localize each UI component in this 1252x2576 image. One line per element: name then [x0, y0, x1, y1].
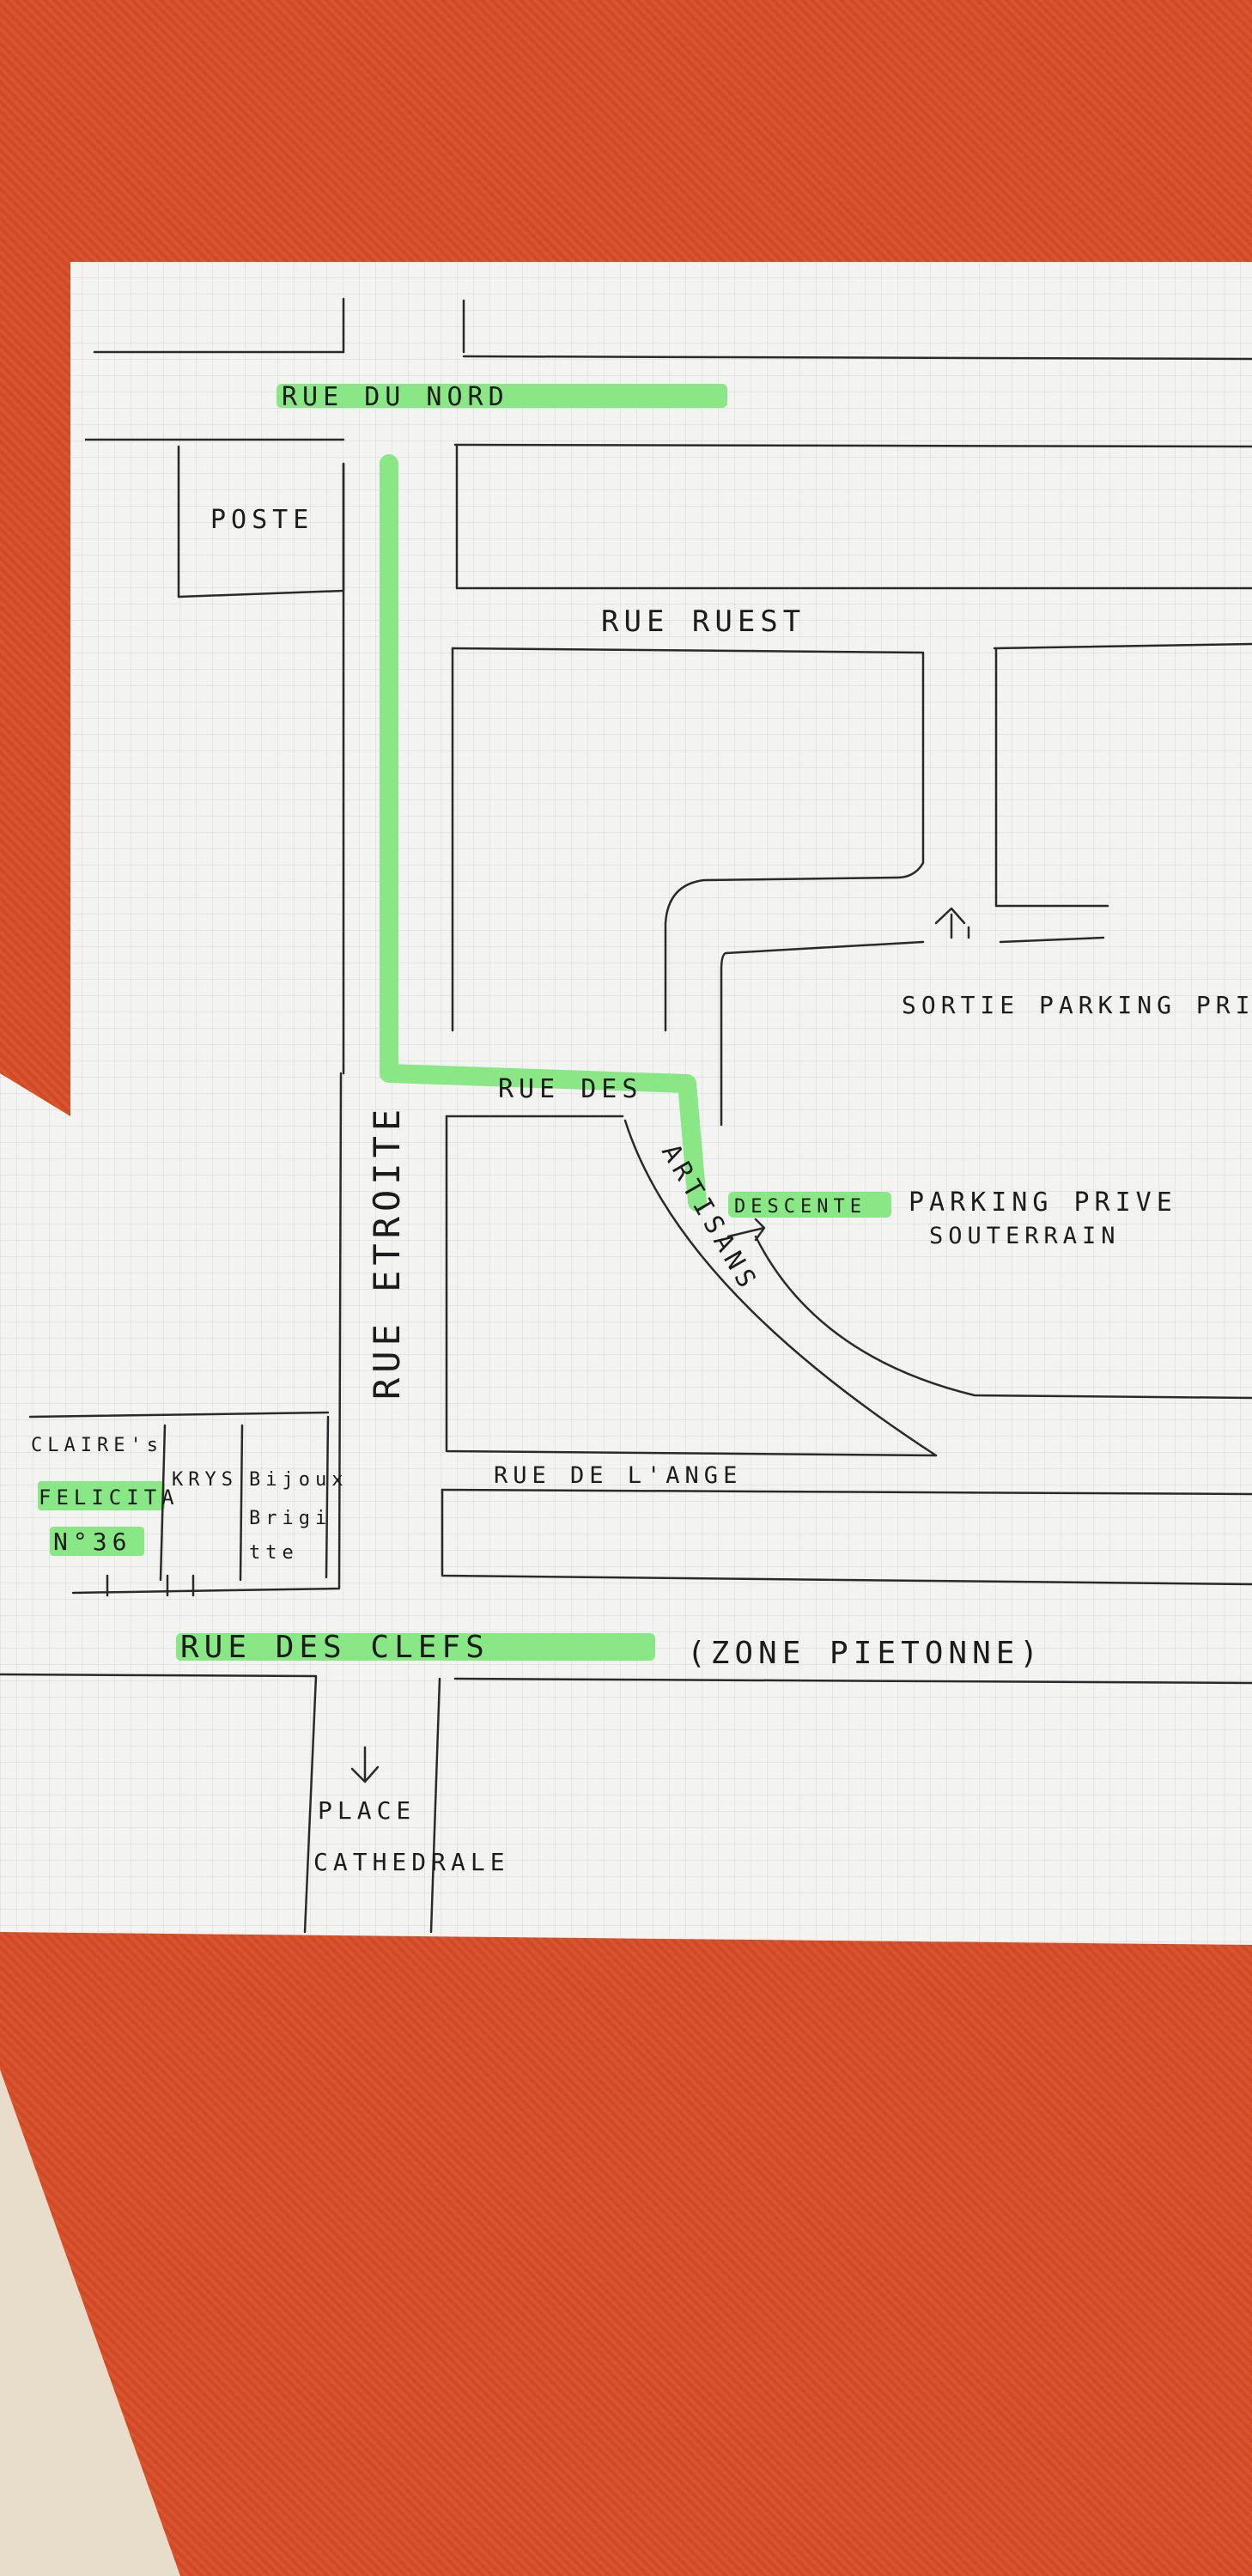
- label-rue-etroite: RUE ETROITE: [366, 1104, 408, 1400]
- label-bijoux-1: Bijoux: [249, 1469, 348, 1491]
- label-rue-ruest: RUE RUEST: [601, 605, 805, 639]
- label-poste: POSTE: [210, 505, 313, 535]
- label-rue-des: RUE DES: [498, 1074, 642, 1104]
- label-sortie-parking: SORTIE PARKING PRI: [902, 991, 1252, 1019]
- label-souterrain: SOUTERRAIN: [929, 1223, 1121, 1249]
- label-claires: CLAIRE's: [31, 1435, 163, 1456]
- label-parking-prive: PARKING PRIVE: [909, 1188, 1177, 1218]
- street-labels: RUE DU NORD POSTE RUE RUEST RUE ETROITE …: [31, 382, 1252, 1876]
- label-bijoux-2: Brigi: [249, 1508, 331, 1529]
- paper-sheet: [0, 262, 1252, 1945]
- label-rue-des-clefs: RUE DES CLEFS: [180, 1630, 489, 1665]
- label-zone-pietonne: (ZONE PIETONNE): [687, 1636, 1043, 1671]
- floor-area: [0, 2069, 180, 2576]
- label-cathedrale: CATHEDRALE: [313, 1848, 510, 1876]
- label-rue-du-nord: RUE DU NORD: [282, 382, 509, 412]
- label-krys: KRYS: [172, 1469, 238, 1491]
- route-highlight: [38, 384, 891, 1661]
- label-rue-de-lange: RUE DE L'ANGE: [494, 1462, 742, 1489]
- label-bijoux-3: tte: [249, 1542, 299, 1564]
- street-lines: [0, 297, 1252, 1934]
- label-felicita: FELICITA: [39, 1485, 179, 1510]
- label-descente: DESCENTE: [734, 1196, 866, 1218]
- label-numero: N°36: [53, 1528, 131, 1556]
- label-place: PLACE: [318, 1796, 416, 1825]
